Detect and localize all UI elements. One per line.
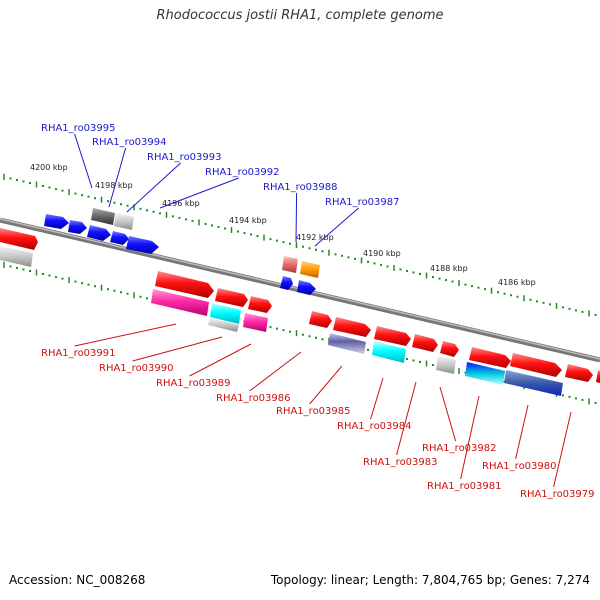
gene-box[interactable]: [210, 303, 241, 324]
gene-label-leader: [396, 381, 417, 456]
gene-arrow[interactable]: [155, 271, 214, 298]
gene-label[interactable]: RHA1_ro03994: [92, 137, 167, 148]
gene-box[interactable]: [436, 356, 456, 374]
gene-label[interactable]: RHA1_ro03989: [156, 378, 231, 389]
gene-label[interactable]: RHA1_ro03985: [276, 406, 351, 417]
gene-box[interactable]: [0, 246, 33, 267]
gene-box[interactable]: [114, 213, 134, 230]
gene-arrow[interactable]: [309, 311, 332, 328]
gene-label[interactable]: RHA1_ro03980: [482, 461, 557, 472]
gene-arrow[interactable]: [374, 326, 411, 346]
accession-text: Accession: NC_008268: [9, 573, 146, 587]
kbp-label: 4200 kbp: [30, 163, 68, 172]
gene-label-leader: [460, 395, 480, 480]
gene-arrow[interactable]: [596, 370, 600, 383]
gene-arrow[interactable]: [248, 296, 272, 313]
gene-arrow[interactable]: [87, 225, 111, 241]
gene-arrow[interactable]: [297, 280, 316, 295]
gene-label-leader: [309, 365, 343, 405]
gene-label[interactable]: RHA1_ro03981: [427, 481, 502, 492]
genome-summary-text: Topology: linear; Length: 7,804,765 bp; …: [270, 573, 590, 587]
tick-track-top: [3, 173, 597, 317]
gene-arrow[interactable]: [440, 341, 459, 357]
genes-top-track: [0, 208, 320, 295]
gene-label-leader: [439, 386, 457, 442]
kbp-labels: 4200 kbp 4198 kbp 4196 kbp 4194 kbp 4192…: [30, 163, 536, 287]
gene-label[interactable]: RHA1_ro03986: [216, 393, 291, 404]
gene-label[interactable]: RHA1_ro03992: [205, 167, 280, 178]
gene-label-leader: [370, 377, 384, 420]
gene-arrow[interactable]: [510, 353, 562, 377]
gene-label[interactable]: RHA1_ro03995: [41, 123, 116, 134]
gene-box[interactable]: [372, 341, 406, 363]
gene-box[interactable]: [151, 289, 209, 316]
genes-bottom-track: [151, 271, 600, 396]
gene-box[interactable]: [300, 261, 320, 278]
gene-label-leader: [553, 411, 572, 488]
gene-arrow[interactable]: [44, 214, 69, 229]
gene-arrow[interactable]: [215, 288, 248, 307]
gene-label[interactable]: RHA1_ro03984: [337, 421, 412, 432]
gene-labels-top: RHA1_ro03995RHA1_ro03994RHA1_ro03993RHA1…: [41, 123, 400, 247]
gene-arrow[interactable]: [469, 347, 511, 368]
gene-label[interactable]: RHA1_ro03983: [363, 457, 438, 468]
gene-box[interactable]: [243, 313, 268, 332]
gene-label-leader: [108, 147, 127, 208]
gene-label-leader: [159, 177, 239, 209]
gene-box[interactable]: [208, 318, 239, 332]
gene-label[interactable]: RHA1_ro03987: [325, 197, 400, 208]
gene-arrow[interactable]: [565, 364, 593, 382]
gene-box[interactable]: [504, 370, 563, 396]
gene-label[interactable]: RHA1_ro03993: [147, 152, 222, 163]
gene-box[interactable]: [282, 256, 298, 273]
kbp-label: 4188 kbp: [430, 264, 468, 273]
gene-arrow[interactable]: [280, 276, 293, 290]
gene-arrow[interactable]: [412, 334, 438, 352]
gene-label-leader: [295, 192, 298, 243]
gene-arrow[interactable]: [110, 231, 129, 245]
gene-label-leader: [249, 351, 302, 392]
gene-label-leader: [74, 133, 93, 189]
gene-arrow[interactable]: [0, 228, 38, 250]
gene-labels-bottom: RHA1_ro03991RHA1_ro03990RHA1_ro03989RHA1…: [41, 323, 595, 500]
gene-label-leader: [314, 207, 359, 247]
gene-box[interactable]: [328, 333, 366, 354]
gene-label-leader: [189, 343, 252, 377]
gene-arrow[interactable]: [68, 220, 87, 234]
gene-label[interactable]: RHA1_ro03979: [520, 489, 595, 500]
kbp-label: 4186 kbp: [498, 278, 536, 287]
gene-label-leader: [515, 404, 529, 460]
gene-label-leader: [132, 336, 223, 362]
kbp-label: 4198 kbp: [95, 181, 133, 190]
gene-box[interactable]: [91, 208, 115, 225]
gene-box[interactable]: [465, 362, 505, 385]
gene-label-leader: [74, 323, 177, 347]
gene-arrow[interactable]: [126, 236, 159, 254]
map-title: Rhodococcus jostii RHA1, complete genome: [156, 8, 444, 23]
gene-label[interactable]: RHA1_ro03982: [422, 443, 497, 454]
gene-label[interactable]: RHA1_ro03988: [263, 182, 338, 193]
kbp-label: 4192 kbp: [296, 233, 334, 242]
kbp-label: 4194 kbp: [229, 216, 267, 225]
kbp-label: 4190 kbp: [363, 249, 401, 258]
gene-label[interactable]: RHA1_ro03991: [41, 348, 116, 359]
gene-label-leader: [126, 162, 181, 213]
kbp-label: 4196 kbp: [162, 199, 200, 208]
gene-arrow[interactable]: [333, 317, 371, 337]
gene-label[interactable]: RHA1_ro03990: [99, 363, 174, 374]
